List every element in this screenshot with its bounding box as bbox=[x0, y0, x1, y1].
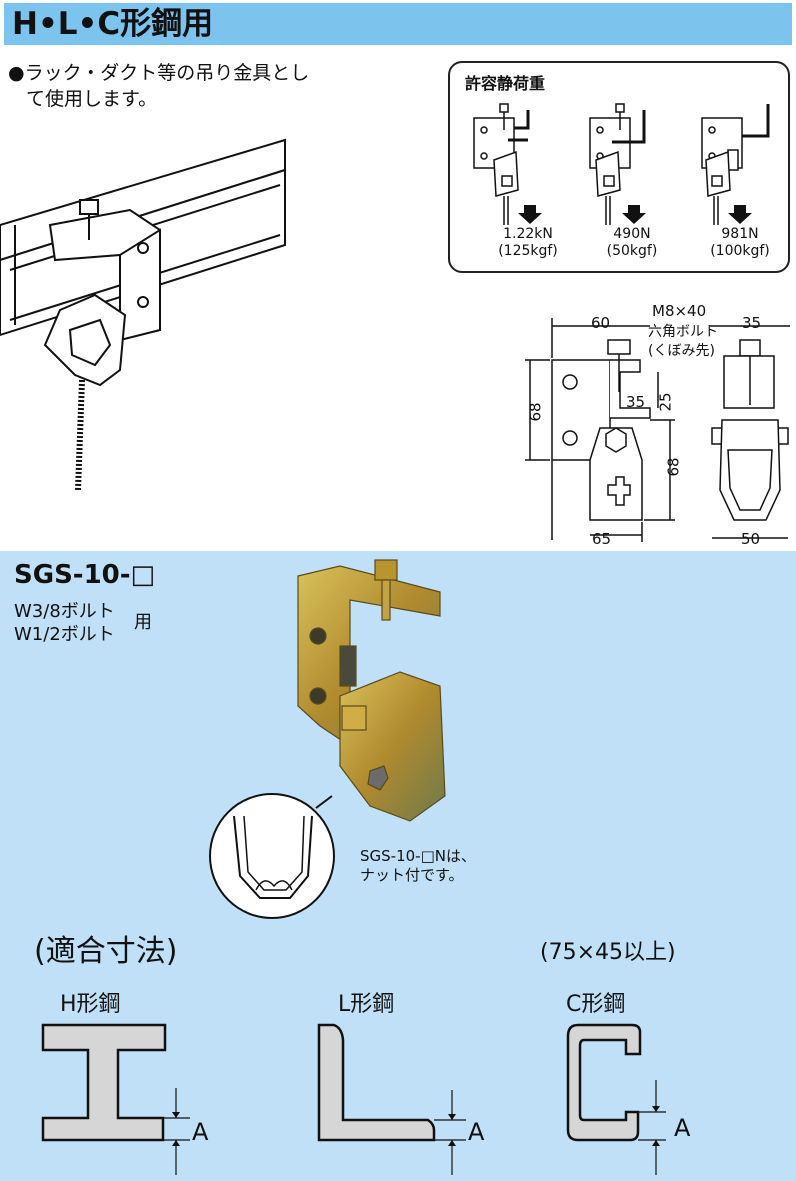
side-view-drawing bbox=[710, 325, 790, 539]
bolt-label-3: (くぼみ先) bbox=[648, 343, 715, 359]
dim-bottom-65: 65 bbox=[592, 530, 612, 548]
load-value-3: 981N bbox=[721, 226, 759, 242]
description-line-1: ●ラック・ダクト等の吊り金具とし bbox=[8, 62, 310, 84]
front-view-drawing bbox=[525, 318, 675, 542]
dim-a-l: A bbox=[468, 1118, 485, 1146]
header-bar bbox=[0, 0, 796, 48]
dim-left-68: 68 bbox=[526, 402, 545, 422]
shape-label-h: H形鋼 bbox=[60, 992, 121, 1017]
shape-label-l: L形鋼 bbox=[338, 992, 395, 1017]
page-title: H•L•C形鋼用 bbox=[12, 6, 214, 42]
dim-inner-35: 35 bbox=[626, 393, 646, 411]
load-diagram-2 bbox=[589, 103, 646, 225]
load-sub-3: (100kgf) bbox=[710, 243, 770, 259]
load-value-1: 1.22kN bbox=[503, 226, 553, 242]
dim-gap-25: 25 bbox=[656, 392, 675, 412]
fit-range: (75×45以上) bbox=[540, 940, 676, 965]
bolt-suffix: 用 bbox=[134, 612, 152, 633]
load-sub-1: (125kgf) bbox=[498, 243, 558, 259]
bolt-size-1: W3/8ボルト bbox=[14, 601, 115, 622]
h-section-drawing bbox=[41, 1023, 190, 1175]
dim-side-35: 35 bbox=[742, 314, 762, 332]
product-panel bbox=[0, 551, 796, 1181]
fit-title: (適合寸法) bbox=[34, 934, 178, 969]
dim-a-h: A bbox=[192, 1118, 209, 1146]
load-diagram-1 bbox=[473, 103, 542, 225]
bolt-size-2: W1/2ボルト bbox=[14, 624, 115, 645]
c-section-drawing bbox=[566, 1023, 666, 1175]
dim-a-c: A bbox=[674, 1114, 691, 1142]
nut-note-line-1: SGS-10-□Nは、 bbox=[360, 847, 476, 865]
bolt-label-1: M8×40 bbox=[652, 302, 707, 320]
load-sub-2: (50kgf) bbox=[606, 243, 658, 259]
l-section-drawing bbox=[317, 1023, 466, 1175]
installation-illustration bbox=[0, 138, 286, 491]
bolt-label-2: 六角ボルト bbox=[648, 324, 718, 340]
dim-top-60: 60 bbox=[591, 314, 611, 332]
shape-label-c: C形鋼 bbox=[566, 992, 626, 1017]
description-line-2: て使用します。 bbox=[26, 88, 158, 110]
dim-right-68: 68 bbox=[664, 457, 683, 477]
load-rating-title: 許容静荷重 bbox=[465, 74, 546, 93]
nut-note: SGS-10-□Nは、 ナット付です。 bbox=[360, 847, 476, 885]
dim-side-50: 50 bbox=[741, 530, 761, 548]
product-code: SGS-10-□ bbox=[14, 560, 156, 590]
nut-note-line-2: ナット付です。 bbox=[360, 866, 464, 884]
nut-detail-circle bbox=[209, 793, 335, 919]
product-photo bbox=[297, 559, 446, 822]
load-value-2: 490N bbox=[613, 226, 651, 242]
load-diagram-3 bbox=[701, 104, 770, 225]
